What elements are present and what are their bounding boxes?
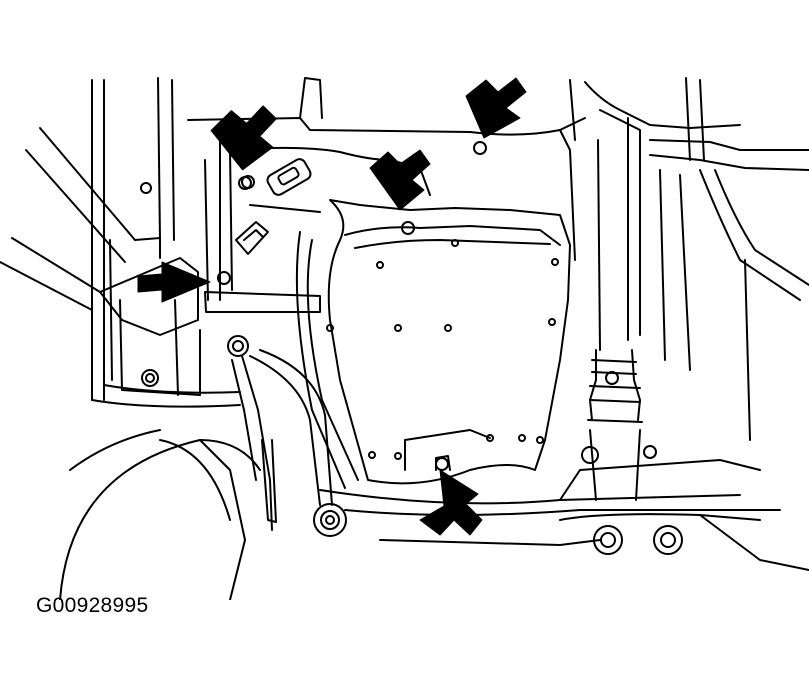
service-diagram [0,77,809,600]
figure-code-label: G00928995 [36,594,149,617]
wheel-arc [59,429,261,600]
left-arm-bracket [0,127,199,336]
left-frame-rails [91,77,241,408]
lower-right-bosses [559,513,809,571]
lower-linkage [227,335,347,537]
callout-arrow-top-left [210,105,277,171]
cover-plate [295,199,571,489]
fastener-bolts [204,141,487,471]
upper-body-outline [187,77,586,301]
right-strut [581,349,657,501]
right-upper-structure [569,77,809,441]
upper-left-bracket [229,146,431,291]
callout-arrow-upper-middle [369,149,431,211]
callout-arrow-top-right [465,77,527,139]
callout-arrow-left [137,261,211,303]
callout-arrow-bottom [419,469,483,536]
lower-crossmember [319,459,781,546]
left-pillar [109,239,201,396]
